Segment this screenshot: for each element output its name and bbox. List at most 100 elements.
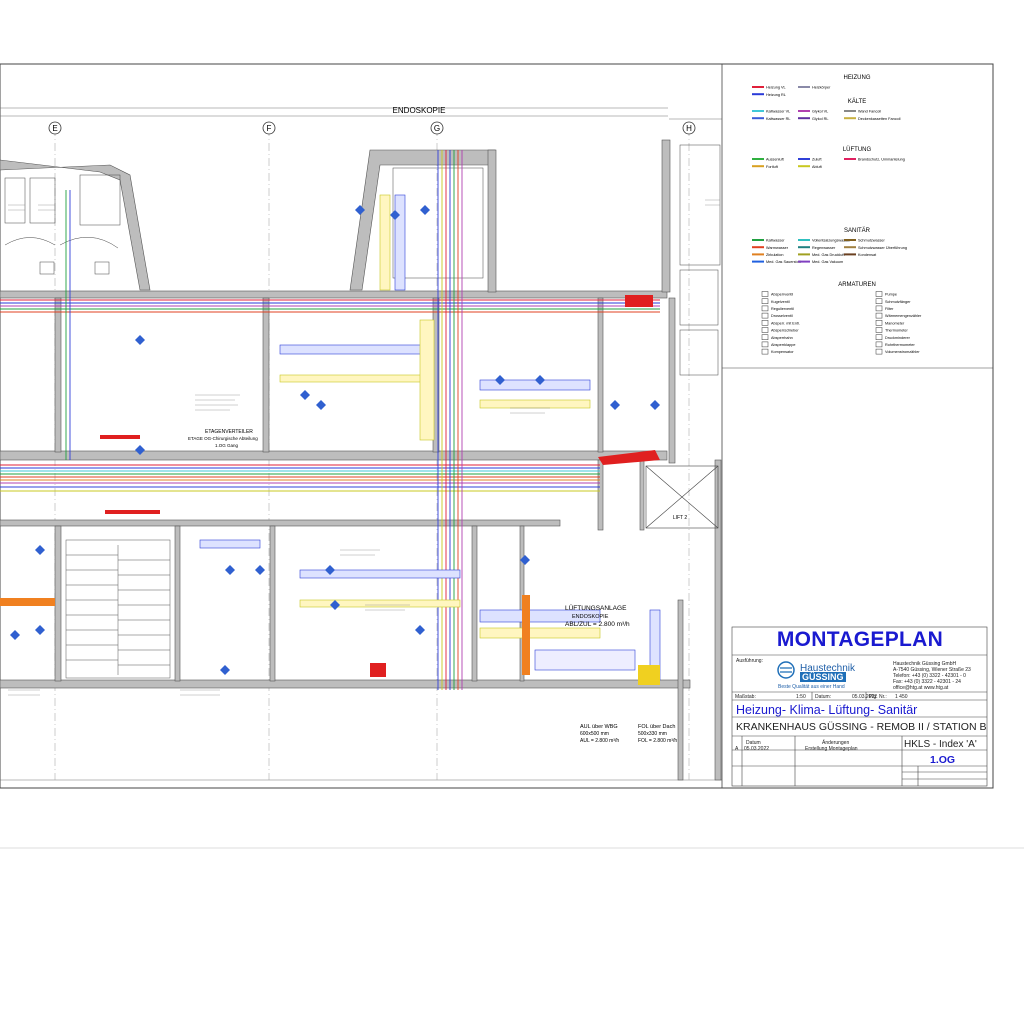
svg-text:Brandschutz, Ummantelung: Brandschutz, Ummantelung [858,158,905,162]
svg-text:Zuluft: Zuluft [812,158,822,162]
svg-text:H: H [686,124,692,133]
legend-item: Zirkulation [752,253,784,257]
floor-label: 1.OG [930,754,956,766]
svg-text:Med. Gas Sauerstoff: Med. Gas Sauerstoff [766,260,802,264]
walls [0,139,722,781]
svg-text:Vollentsalzungswasser: Vollentsalzungswasser [812,239,851,243]
change-row-date: 05.03.2022 [744,746,770,752]
title-block-frame [731,626,988,787]
svg-text:Volumenstromzähler: Volumenstromzähler [885,350,920,354]
legend-item: Kugelventil [761,298,790,304]
legend-section-title: SANITÄR [844,227,871,234]
note-etage-sub2: 1.OG Gang [215,443,239,448]
company-name-2: GÜSSING [800,672,846,682]
note-fol-flow: FOL = 2.800 m³/h [638,738,677,744]
svg-text:Pumpe: Pumpe [885,293,897,297]
legend-item: Manometer [875,320,905,326]
note-etagenverteiler: ETAGENVERTEILER [205,429,253,435]
legend-item: Regulierventil [761,305,794,312]
legend-item: Absperrventil [761,291,793,297]
note-etage-sub: ETAGE OG-Chirurgische Abteilung [188,436,258,441]
legend-item: Regenwasser [798,246,836,250]
svg-text:Schmutzwasser Überführung: Schmutzwasser Überführung [858,246,907,250]
legend-item: Wärmemengenzähler [875,312,922,319]
legend-item: Drosselventil [761,312,793,319]
axis-bubble-H: H [682,121,696,135]
company-address-4: Fax: +43 (0) 3322 - 42301 - 24 [893,679,961,685]
legend-item: Vollentsalzungswasser [798,239,851,243]
svg-text:Zirkulation: Zirkulation [766,253,784,257]
legend-section-title: KÄLTE [848,98,867,105]
axis-bubble-E: E [48,121,62,135]
legend-item: Med. Gas Druckluft [798,253,845,257]
svg-text:Heizung VL: Heizung VL [766,86,786,90]
svg-text:E: E [52,124,57,133]
company-logo [777,661,795,679]
svg-text:Abluft: Abluft [812,165,823,169]
legend-item: Deckenkassetten Fancoil [844,117,901,121]
svg-text:Druckminderer: Druckminderer [885,336,911,340]
axis-bubble-F: F [262,121,276,135]
legend-item: Thermometer [875,327,909,333]
massstab-label: Maßstab: [735,694,756,700]
svg-text:Med. Gas Vakuum: Med. Gas Vakuum [812,260,843,264]
legend-item: Volumenstromzähler [875,348,920,355]
legend-item: Rohrthermometer [875,341,915,348]
company-name: Haustechnik [800,663,856,674]
legend-item: Absperrschieber [761,327,799,333]
note-aul: AUL über WBG [580,724,618,730]
company-tagline: Beste Qualität aus einer Hand [778,684,845,690]
air-diffusers [10,205,660,675]
svg-text:Kaltwasser RL: Kaltwasser RL [766,117,790,121]
datum-label: Datum: [815,694,832,700]
svg-text:Glykol VL: Glykol VL [812,110,828,114]
svg-text:F: F [267,124,272,133]
svg-text:Heizung RL: Heizung RL [766,93,786,97]
legend-item: Med. Gas Vakuum [798,260,843,264]
svg-text:G: G [434,124,440,133]
svg-text:Absperr. mit Entl.: Absperr. mit Entl. [771,321,800,325]
legend-item: Pumpe [875,291,897,297]
svg-text:Absperrventil: Absperrventil [771,293,793,297]
legend-item: Absperr. mit Entl. [761,320,800,326]
ventilation-ducts [199,194,661,681]
svg-text:Absperrhahn: Absperrhahn [771,336,793,340]
note-lueftung-sub: ENDOSKOPIE [572,614,609,620]
svg-text:Kaltwasser: Kaltwasser [766,239,785,243]
legend-item: Warmwasser [752,246,789,250]
legend-item: Heizung VL [752,86,786,90]
legend-item: Heizung RL [752,93,786,97]
legend-item: Filter [875,305,894,312]
legend-item: Druckminderer [875,334,911,340]
svg-text:Warmwasser: Warmwasser [766,246,789,250]
svg-text:Rohrthermometer: Rohrthermometer [885,343,915,347]
plan-number: 1 450 [895,694,908,700]
svg-text:Thermometer: Thermometer [885,329,909,333]
legend-item: Glykol RL [798,117,828,121]
project-title: KRANKENHAUS GÜSSING - REMOB II / STATION… [736,721,987,733]
svg-text:Kaltwasser VL: Kaltwasser VL [766,110,790,114]
legend-item: Kaltwasser [752,239,785,243]
svg-text:Kugelventil: Kugelventil [771,300,790,304]
note-fol: FOL über Dach [638,724,675,730]
svg-text:Glykol RL: Glykol RL [812,117,828,121]
legend-item: Med. Gas Sauerstoff [752,260,802,264]
svg-text:Regenwasser: Regenwasser [812,246,836,250]
svg-text:Aussenluft: Aussenluft [766,158,785,162]
datum-value: 05.03.2022 [852,694,878,700]
legend-item: Kaltwasser VL [752,110,790,114]
svg-text:Manometer: Manometer [885,321,905,325]
ausfuehrung-label: Ausführung: [736,658,763,664]
legend-item: Kompensator [761,348,794,355]
discipline-title: Heizung- Klima- Lüftung- Sanitär [736,703,918,717]
note-lueftungsanlage: LÜFTUNGSANLAGE [565,604,627,612]
svg-text:Regulierventil: Regulierventil [771,307,794,311]
fire-protection [0,295,660,685]
legend-section-title: HEIZUNG [844,75,871,81]
change-row-desc: Erstellung Montageplan [805,746,858,752]
change-header-date: Datum [746,740,761,746]
legend-item: Absperrklappe [761,341,795,348]
svg-text:Absperrschieber: Absperrschieber [771,329,799,333]
corridor-pipes [0,299,660,492]
